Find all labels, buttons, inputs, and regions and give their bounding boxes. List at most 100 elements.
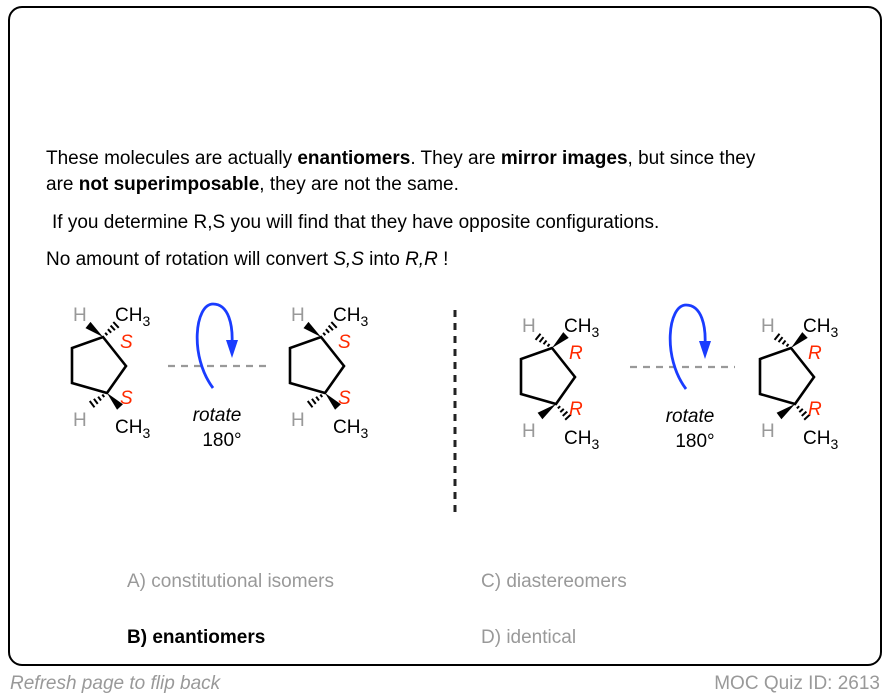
methyl-label: CH3	[803, 428, 838, 452]
methyl-label: CH3	[115, 305, 150, 329]
explanation-line-2: are not superimposable, they are not the…	[46, 172, 459, 198]
subscript: 3	[830, 324, 838, 340]
answer-a[interactable]: A) constitutional isomers	[127, 571, 334, 592]
footer-refresh-hint: Refresh page to flip back	[10, 673, 221, 694]
hash-mark	[93, 398, 99, 405]
text: into	[363, 249, 406, 270]
subscript: 3	[591, 324, 599, 340]
bold-text: not superimposable	[78, 174, 260, 195]
hash-mark	[322, 332, 327, 336]
hash-mark	[109, 324, 116, 331]
wedge-bond-h	[537, 404, 556, 420]
hydrogen-label: H	[761, 421, 775, 442]
hash-mark	[306, 400, 314, 408]
wedge-bond-methyl	[107, 393, 123, 410]
hash-mark	[557, 405, 561, 410]
config-label-bottom: S	[120, 388, 133, 409]
hash-bond-methyl	[322, 321, 338, 336]
explanation-line-1: These molecules are actually enantiomers…	[46, 146, 755, 172]
hydrogen-label: H	[522, 421, 536, 442]
config-label-top: S	[120, 332, 133, 353]
hash-mark	[785, 343, 790, 348]
italic-text: R,R	[405, 249, 438, 270]
hash-mark	[104, 332, 109, 336]
wedge-bond-h	[776, 404, 795, 420]
wedge-bond-methyl	[325, 393, 341, 410]
config-label-top: R	[808, 343, 822, 364]
rotation-arrow-icon	[668, 303, 707, 390]
hydrogen-label: H	[761, 316, 775, 337]
text: , but since they	[627, 148, 756, 169]
cyclopentane-ring	[758, 346, 816, 406]
hash-mark	[330, 321, 338, 329]
text: , they are not the same.	[259, 174, 459, 195]
hydrogen-label: H	[291, 410, 305, 431]
hash-mark	[777, 336, 784, 343]
answer-d[interactable]: D) identical	[481, 627, 577, 648]
wedge-bond-methyl	[552, 332, 569, 348]
rotation-arrow-icon	[195, 302, 234, 389]
answer-b-selected[interactable]: B) enantiomers	[127, 627, 266, 648]
cyclopentane-ring	[519, 346, 577, 406]
subscript: 3	[360, 313, 368, 329]
italic-text: S,S	[333, 249, 364, 270]
config-label-top: R	[569, 343, 583, 364]
hash-bond-h	[773, 333, 790, 348]
hash-bond-h	[534, 333, 551, 348]
text: !	[437, 249, 449, 270]
methyl-label: CH3	[803, 316, 838, 340]
hydrogen-label: H	[522, 316, 536, 337]
bold-text: mirror images	[500, 148, 628, 169]
text: These molecules are actually	[46, 148, 298, 169]
cyclopentane-ring	[70, 335, 128, 395]
config-label-bottom: S	[338, 388, 351, 409]
hydrogen-label: H	[73, 410, 87, 431]
subscript: 3	[830, 436, 838, 452]
subscript: 3	[591, 436, 599, 452]
hash-mark	[319, 393, 324, 398]
bold-text: enantiomers	[297, 148, 411, 169]
quiz-card	[8, 6, 882, 666]
hash-mark	[107, 328, 112, 334]
hash-mark	[325, 328, 330, 334]
hash-mark	[112, 321, 120, 329]
hash-mark	[542, 339, 548, 345]
config-label-bottom: R	[808, 399, 822, 420]
answer-c[interactable]: C) diastereomers	[481, 571, 627, 592]
cyclopentane-ring	[288, 335, 346, 395]
config-label-top: S	[338, 332, 351, 353]
wedge-bond-h	[85, 321, 103, 337]
hash-bond-methyl	[104, 321, 120, 336]
config-label-bottom: R	[569, 399, 583, 420]
hash-mark	[311, 398, 317, 405]
wedge-bond-h	[303, 321, 321, 337]
hash-bond-h	[306, 393, 324, 408]
methyl-label: CH3	[333, 305, 368, 329]
hash-mark	[564, 413, 572, 421]
hash-mark	[101, 393, 106, 398]
hash-mark	[546, 343, 551, 348]
hash-mark	[559, 408, 565, 413]
hydrogen-label: H	[73, 305, 87, 326]
hash-bond-methyl	[557, 405, 572, 421]
text: are	[46, 174, 79, 195]
explanation-line-4: No amount of rotation will convert S,S i…	[46, 247, 448, 273]
methyl-label: CH3	[115, 417, 150, 441]
hash-mark	[538, 336, 545, 343]
wedge-bond-methyl	[791, 332, 808, 348]
subscript: 3	[142, 425, 150, 441]
hash-mark	[781, 339, 787, 345]
hash-mark	[796, 405, 800, 410]
arrowhead-icon	[699, 341, 711, 359]
hash-mark	[97, 396, 102, 402]
hash-bond-h	[88, 393, 106, 408]
methyl-label: CH3	[564, 316, 599, 340]
rotate-label: rotate	[666, 406, 715, 427]
subscript: 3	[142, 313, 150, 329]
